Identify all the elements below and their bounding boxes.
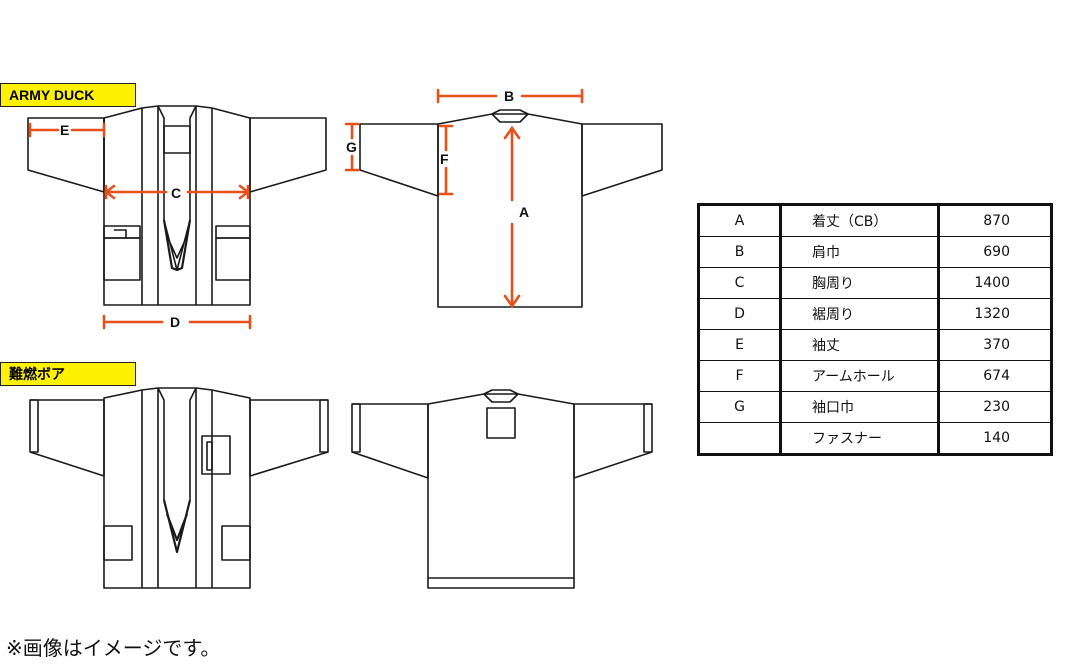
spec-value: 1320 <box>938 298 1052 330</box>
size-spec-table: A 着丈（CB） 870 B 肩巾 690 C 胸周り 1400 D 裾周り 1… <box>697 203 1053 456</box>
measure-f-line <box>438 124 454 196</box>
boa-back-right-cuff <box>643 403 652 453</box>
table-row: ファスナー 140 <box>698 422 1052 455</box>
dim-label-d: D <box>170 314 180 330</box>
table-row: E 袖丈 370 <box>698 329 1052 361</box>
boa-right-collar <box>189 387 213 588</box>
front-opening-shading <box>162 219 192 272</box>
back-view-flame-boa <box>351 389 653 589</box>
measure-b-line <box>436 88 584 104</box>
boa-back-body <box>427 393 575 589</box>
dim-label-e: E <box>60 122 69 138</box>
boa-back-left-cuff <box>352 403 361 453</box>
front-view-flame-boa <box>29 387 329 589</box>
measure-g-line <box>344 122 360 172</box>
measure-a-arrows <box>503 125 521 309</box>
chest-pocket <box>163 125 191 154</box>
measure-c-line <box>104 184 250 200</box>
back-left-sleeve <box>359 123 439 197</box>
right-sleeve-outline <box>249 117 327 193</box>
boa-zipper <box>206 441 213 471</box>
spec-key: G <box>698 391 782 423</box>
spec-name: 袖口巾 <box>780 391 940 423</box>
dim-label-a: A <box>519 204 529 220</box>
measure-d-line <box>102 314 252 330</box>
body-outline <box>103 105 251 306</box>
spec-value: 674 <box>938 360 1052 392</box>
spec-name: 着丈（CB） <box>780 204 940 237</box>
spec-key <box>698 422 782 455</box>
boa-left-cuff <box>30 399 39 453</box>
boa-back-left-sleeve <box>351 403 429 479</box>
boa-back-right-sleeve <box>573 403 653 479</box>
army-duck-label: ARMY DUCK <box>0 83 136 107</box>
spec-name: アームホール <box>780 360 940 392</box>
spec-value: 230 <box>938 391 1052 423</box>
boa-right-cuff <box>319 399 328 453</box>
back-collar <box>491 109 529 123</box>
spec-value: 870 <box>938 204 1052 237</box>
left-pocket <box>103 237 141 281</box>
left-pocket-flap <box>103 225 141 239</box>
spec-key: F <box>698 360 782 392</box>
dim-label-b: B <box>504 88 514 104</box>
back-right-sleeve <box>581 123 663 197</box>
dim-label-c: C <box>171 185 181 201</box>
spec-name: 胸周り <box>780 267 940 299</box>
spec-key: A <box>698 204 782 237</box>
boa-left-sleeve <box>29 399 105 477</box>
flame-boa-label: 難燃ボア <box>0 362 136 386</box>
spec-value: 690 <box>938 236 1052 268</box>
boa-right-sleeve <box>249 399 329 477</box>
spec-key: D <box>698 298 782 330</box>
boa-back-collar <box>483 389 519 403</box>
spec-key: E <box>698 329 782 361</box>
image-disclaimer: ※画像はイメージです。 <box>6 636 221 660</box>
spec-name: 肩巾 <box>780 236 940 268</box>
left-collar <box>141 105 165 305</box>
table-row: B 肩巾 690 <box>698 236 1052 268</box>
back-body <box>437 113 583 308</box>
table-row: C 胸周り 1400 <box>698 267 1052 299</box>
spec-name: 裾周り <box>780 298 940 330</box>
right-collar <box>189 105 213 305</box>
spec-value: 1400 <box>938 267 1052 299</box>
boa-opening <box>162 499 192 554</box>
boa-back-patch <box>486 407 516 439</box>
spec-name: 袖丈 <box>780 329 940 361</box>
spec-key: B <box>698 236 782 268</box>
back-view-army-duck <box>359 109 663 308</box>
boa-left-collar <box>141 387 165 588</box>
spec-key: C <box>698 267 782 299</box>
dim-label-g: G <box>346 139 357 155</box>
boa-right-pocket <box>221 525 251 561</box>
table-row: G 袖口巾 230 <box>698 391 1052 423</box>
table-row: A 着丈（CB） 870 <box>698 204 1052 237</box>
measure-e-line <box>28 122 106 138</box>
right-pocket-flap <box>215 225 251 239</box>
spec-value: 370 <box>938 329 1052 361</box>
front-view-army-duck <box>27 105 327 306</box>
table-row: F アームホール 674 <box>698 360 1052 392</box>
spec-value: 140 <box>938 422 1052 455</box>
dim-label-f: F <box>440 151 449 167</box>
boa-chest-pocket <box>201 435 231 475</box>
table-row: D 裾周り 1320 <box>698 298 1052 330</box>
measure-c-arrows <box>103 184 251 200</box>
boa-body <box>103 387 251 589</box>
boa-left-pocket <box>103 525 133 561</box>
spec-name: ファスナー <box>780 422 940 455</box>
right-pocket <box>215 237 251 281</box>
